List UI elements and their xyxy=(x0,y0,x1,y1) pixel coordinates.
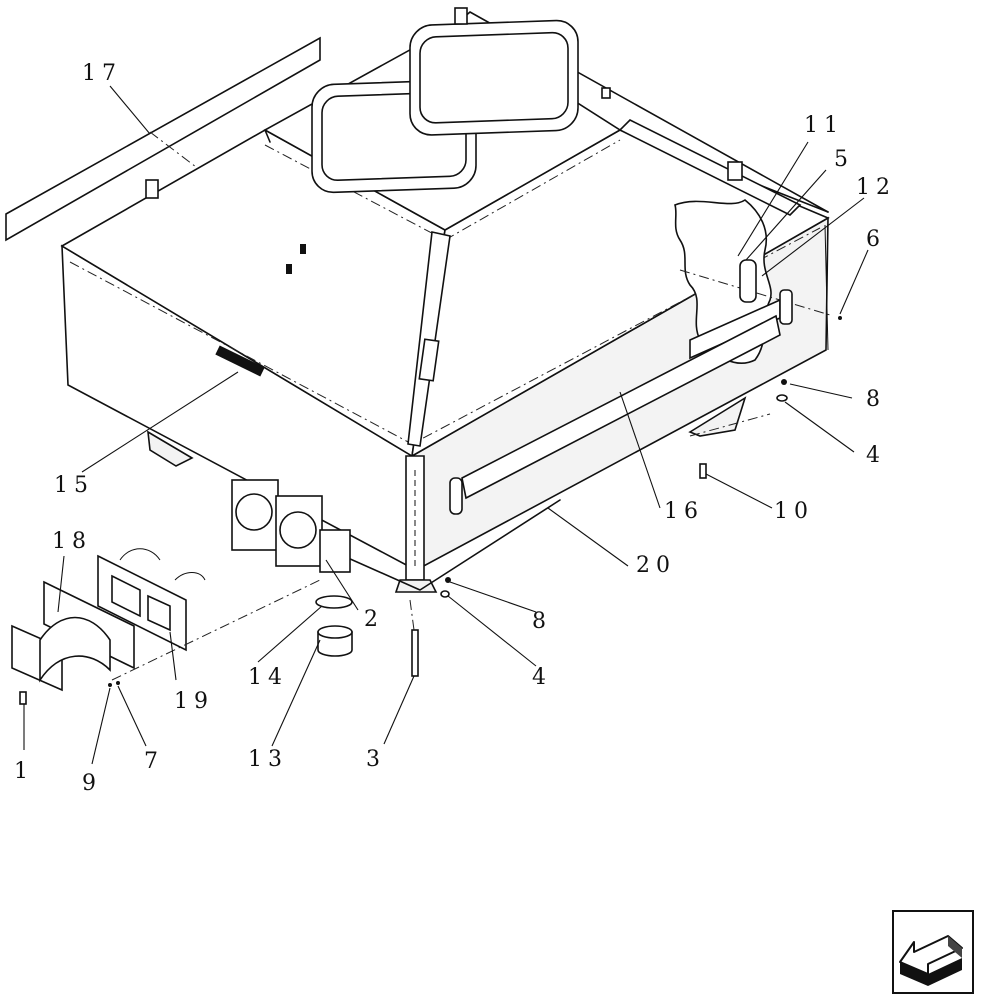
outlet-assembly xyxy=(231,479,351,573)
callout-7: 7 xyxy=(144,749,164,774)
callout-18: 18 xyxy=(52,529,92,554)
callout-6: 6 xyxy=(866,227,886,252)
part-17-strip xyxy=(5,36,321,242)
callout-12: 12 xyxy=(856,175,896,200)
part-14-ring xyxy=(315,595,353,609)
callout-17: 17 xyxy=(82,61,122,86)
next-page-arrow-icon xyxy=(899,935,963,986)
callout-4-right: 4 xyxy=(866,443,886,468)
part-3-bolt xyxy=(411,629,419,677)
callout-1: 1 xyxy=(14,759,34,784)
part-13-tube xyxy=(317,625,353,657)
callout-9: 9 xyxy=(82,771,102,796)
callout-5: 5 xyxy=(834,147,854,172)
callout-3: 3 xyxy=(366,747,386,772)
callout-labels: 17 11 5 12 6 8 4 15 10 16 20 18 2 8 4 14… xyxy=(14,61,896,796)
callout-14: 14 xyxy=(248,665,288,690)
part-16-strip xyxy=(461,314,781,500)
part-15-decal xyxy=(215,345,265,377)
callout-13: 13 xyxy=(248,747,288,772)
callout-16: 16 xyxy=(664,499,704,524)
callout-8-right: 8 xyxy=(866,387,886,412)
hopper-opening-right xyxy=(409,19,579,136)
next-page-button[interactable] xyxy=(892,910,974,994)
callout-15: 15 xyxy=(54,473,94,498)
leader-lines xyxy=(23,85,869,765)
callout-11: 11 xyxy=(804,113,844,138)
callout-2: 2 xyxy=(364,607,384,632)
callout-10: 10 xyxy=(774,499,814,524)
callout-20: 20 xyxy=(636,553,676,578)
callout-4-front: 4 xyxy=(532,665,552,690)
hopper-body xyxy=(60,7,831,593)
callout-8-front: 8 xyxy=(532,609,552,634)
part-18-diverter xyxy=(11,580,135,692)
callout-19: 19 xyxy=(174,689,214,714)
part-19-plate xyxy=(97,548,206,652)
